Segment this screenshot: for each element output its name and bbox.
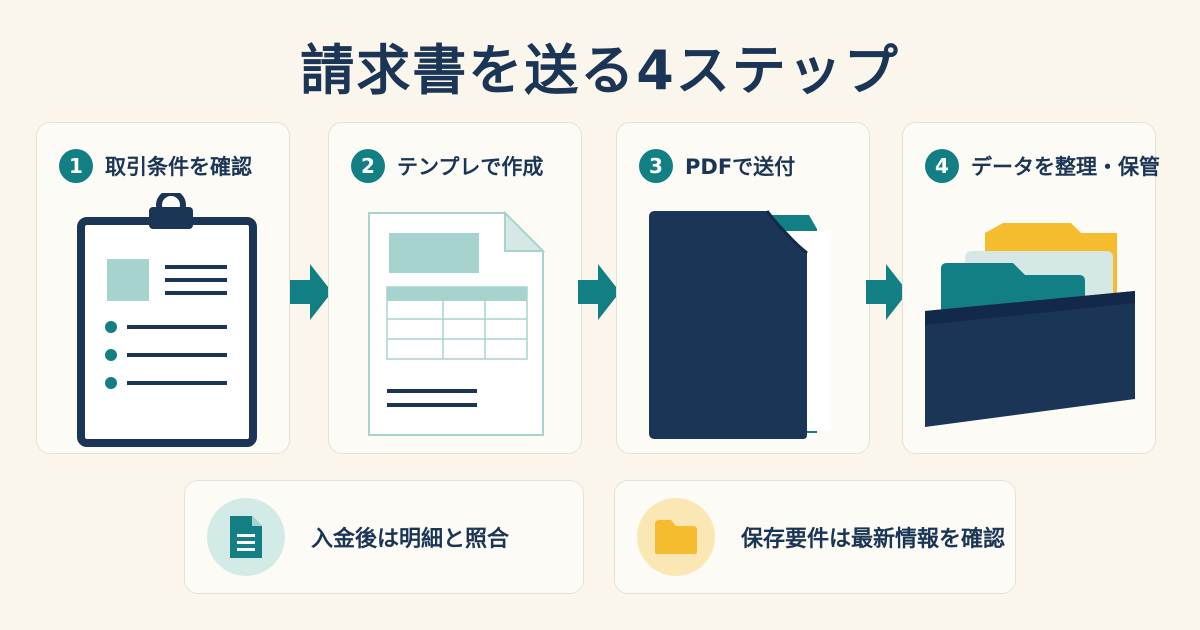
file-box-icon [925, 223, 1135, 427]
step-number-1: 1 [59, 149, 93, 183]
step-header-2: 2 テンプレで作成 [351, 149, 543, 183]
note-card-reconcile: 入金後は明細と照合 [184, 480, 584, 594]
step-title-3: PDFで送付 [685, 155, 796, 179]
step-header-1: 1 取引条件を確認 [59, 149, 252, 183]
invoice-template-icon [368, 210, 546, 436]
step-header-4: 4 データを整理・保管 [925, 149, 1160, 183]
folder-icon [655, 520, 697, 554]
step-card-4: 4 データを整理・保管 [902, 122, 1160, 454]
document-icon-badge [207, 498, 285, 576]
step-card-3: 3 PDFで送付 [616, 122, 870, 454]
folder-icon-badge [637, 498, 715, 576]
pdf-folder-icon [649, 210, 831, 439]
document-icon [230, 516, 262, 558]
arrow-right-icon [866, 264, 908, 320]
step-title-2: テンプレで作成 [397, 155, 544, 179]
step-card-2: 2 テンプレで作成 [328, 122, 582, 454]
note-text-storage: 保存要件は最新情報を確認 [741, 527, 1006, 552]
clipboard-icon [77, 193, 257, 447]
note-card-storage: 保存要件は最新情報を確認 [614, 480, 1016, 594]
step-number-4: 4 [925, 149, 959, 183]
note-text-reconcile: 入金後は明細と照合 [311, 527, 510, 552]
step-card-1: 1 取引条件を確認 [36, 122, 290, 454]
step-number-2: 2 [351, 149, 385, 183]
step-header-3: 3 PDFで送付 [639, 149, 795, 183]
step-title-4: データを整理・保管 [971, 155, 1160, 179]
step-number-3: 3 [639, 149, 673, 183]
step-title-1: 取引条件を確認 [105, 155, 252, 179]
page-title: 請求書を送る4ステップ [300, 39, 900, 102]
arrow-right-icon [290, 264, 332, 320]
arrow-right-icon [578, 264, 620, 320]
